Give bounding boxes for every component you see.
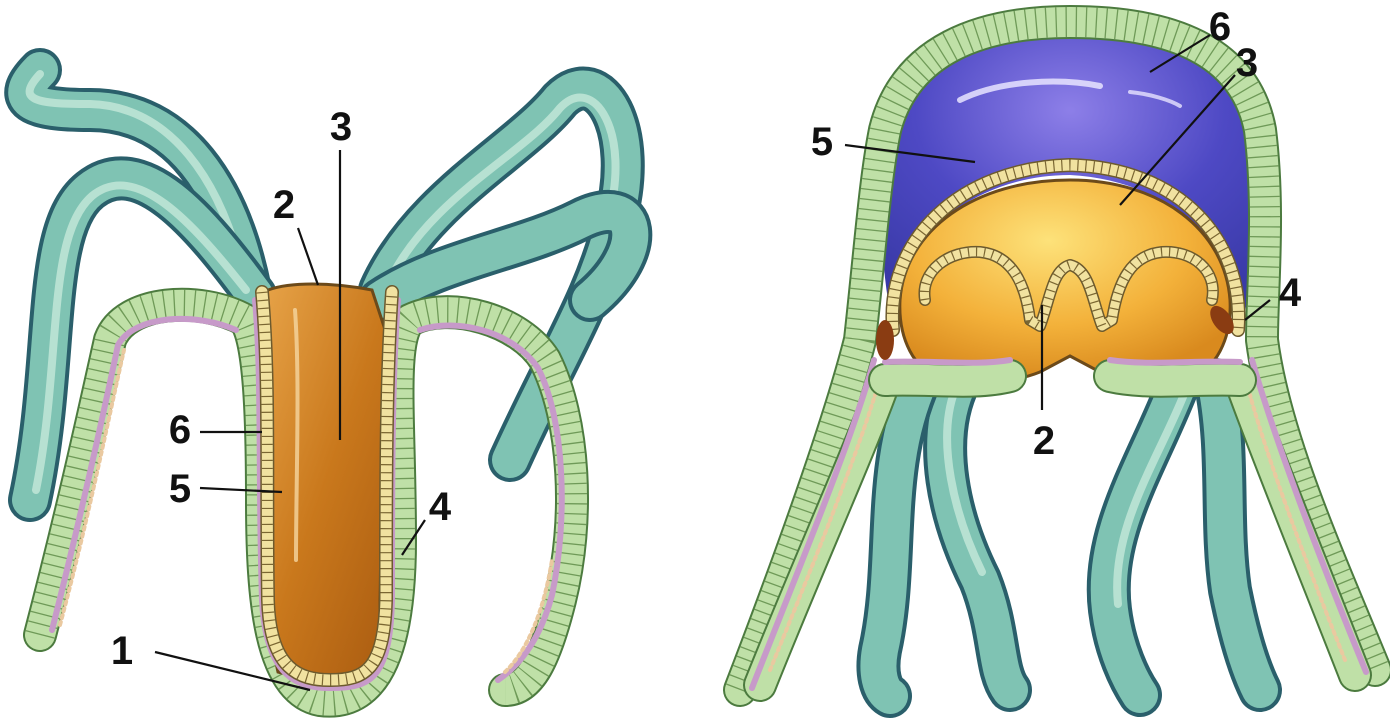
hydra-label-6: 6: [169, 408, 191, 452]
hydra-label-4: 4: [429, 485, 452, 529]
medusa-label-6: 6: [1209, 5, 1231, 49]
medusa-label-3: 3: [1236, 41, 1258, 85]
hydra-label-3: 3: [330, 105, 352, 149]
hydra-label-5: 5: [169, 467, 191, 511]
hydra-gastral-cavity: [258, 284, 395, 677]
hydra-polyp: 1 2 3 4 5 6: [26, 70, 630, 701]
medusa: 2 3 4 5 6: [740, 5, 1375, 696]
medusa-canal-left: [876, 320, 894, 360]
medusa-label-5: 5: [811, 120, 833, 164]
medusa-label-4: 4: [1279, 271, 1302, 315]
medusa-label-2: 2: [1033, 419, 1055, 463]
hydra-label-1: 1: [111, 629, 133, 673]
medusa-tentacles: [878, 380, 1260, 696]
hydra-cavity-highlight: [295, 310, 298, 560]
hydra-label-2: 2: [273, 183, 295, 227]
